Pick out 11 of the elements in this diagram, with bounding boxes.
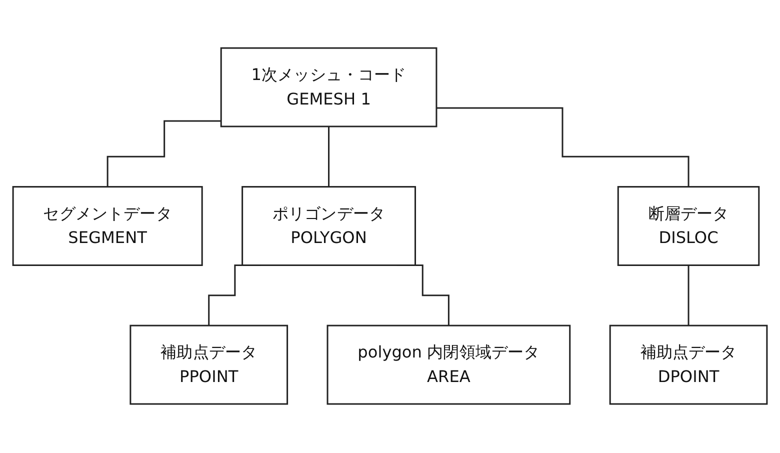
connector xyxy=(106,120,222,188)
node-box: ポリゴンデータ POLYGON xyxy=(242,186,416,266)
node-box: polygon 内閉領域データ AREA xyxy=(326,325,571,406)
node-box: 断層データ DISLOC xyxy=(617,186,760,266)
node-box: 1次メッシュ・コード GEMESH 1 xyxy=(220,48,438,128)
node-box: 補助点データ DPOINT xyxy=(609,325,768,406)
connector xyxy=(436,108,690,188)
node-box: セグメントデータ SEGMENT xyxy=(12,186,203,266)
node-box: 補助点データ PPOINT xyxy=(130,325,288,406)
connector xyxy=(328,126,330,188)
connector xyxy=(688,264,690,327)
